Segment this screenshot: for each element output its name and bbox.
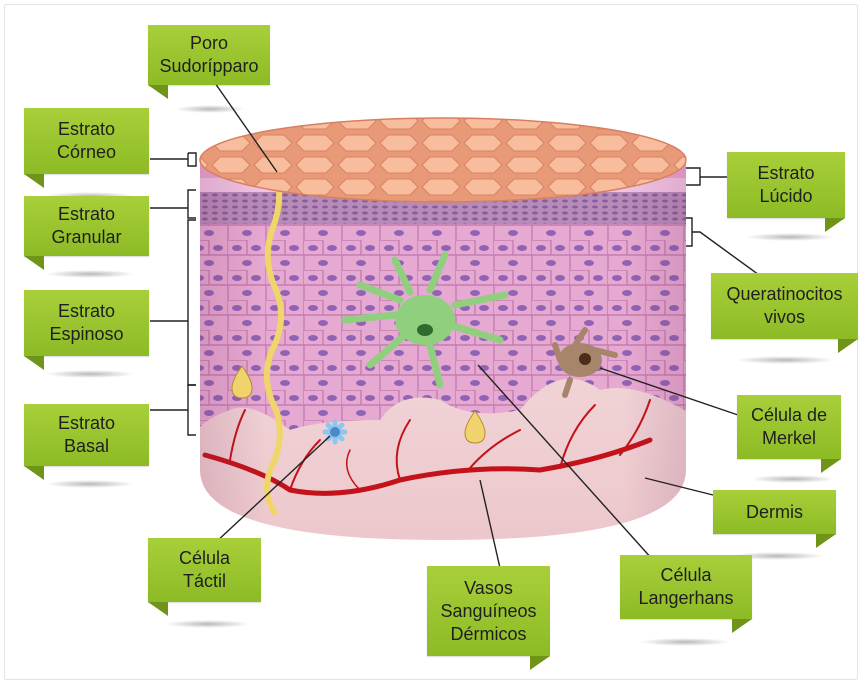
label-line: Lúcido [759,185,812,208]
ribbon-fold [732,619,752,633]
label-line: Estrato [757,162,814,185]
label-line: Célula [179,547,230,570]
label-estrato-basal: Estrato Basal [24,404,149,466]
ribbon-fold [148,85,168,99]
label-shadow [45,370,135,378]
label-shadow [165,620,250,628]
label-line: Granular [51,226,121,249]
label-line: Estrato [58,412,115,435]
ribbon-fold [838,339,858,353]
ribbon-fold [530,656,550,670]
label-shadow [750,475,835,483]
label-poro-sudoriparo: Poro Sudorípparo [148,25,270,85]
label-estrato-corneo: Estrato Córneo [24,108,149,174]
label-line: Córneo [57,141,116,164]
label-line: Estrato [58,203,115,226]
label-celula-tactil: Célula Táctil [148,538,261,602]
label-shadow [745,233,835,241]
label-line: Poro [190,32,228,55]
label-queratinocitos-vivos: Queratinocitos vivos [711,273,858,339]
label-line: Célula de [751,404,827,427]
label-celula-de-merkel: Célula de Merkel [737,395,841,459]
ribbon-fold [148,602,168,616]
label-shadow [735,356,835,364]
label-celula-langerhans: Célula Langerhans [620,555,752,619]
label-line: vivos [764,306,805,329]
label-shadow [175,105,245,113]
label-estrato-espinoso: Estrato Espinoso [24,290,149,356]
ribbon-fold [825,218,845,232]
label-line: Dermis [746,501,803,524]
label-line: Dérmicos [450,623,526,646]
ribbon-fold [816,534,836,548]
ribbon-fold [24,466,44,480]
ribbon-fold [24,256,44,270]
label-line: Sudorípparo [159,55,258,78]
label-shadow [45,480,135,488]
label-line: Basal [64,435,109,458]
label-dermis: Dermis [713,490,836,534]
label-line: Langerhans [638,587,733,610]
label-line: Merkel [762,427,816,450]
ribbon-fold [24,174,44,188]
label-line: Sanguíneos [440,600,536,623]
label-shadow [640,638,730,646]
label-line: Vasos [464,577,513,600]
label-shadow [45,270,135,278]
label-line: Estrato [58,118,115,141]
label-estrato-granular: Estrato Granular [24,196,149,256]
ribbon-fold [24,356,44,370]
label-line: Estrato [58,300,115,323]
label-vasos-sanguineos-dermicos: Vasos Sanguíneos Dérmicos [427,566,550,656]
stratum-corneum-surface [200,118,686,202]
ribbon-fold [821,459,841,473]
label-line: Táctil [183,570,226,593]
label-line: Célula [660,564,711,587]
tactile-cell [325,422,345,442]
label-line: Espinoso [49,323,123,346]
label-estrato-lucido: Estrato Lúcido [727,152,845,218]
label-line: Queratinocitos [726,283,842,306]
